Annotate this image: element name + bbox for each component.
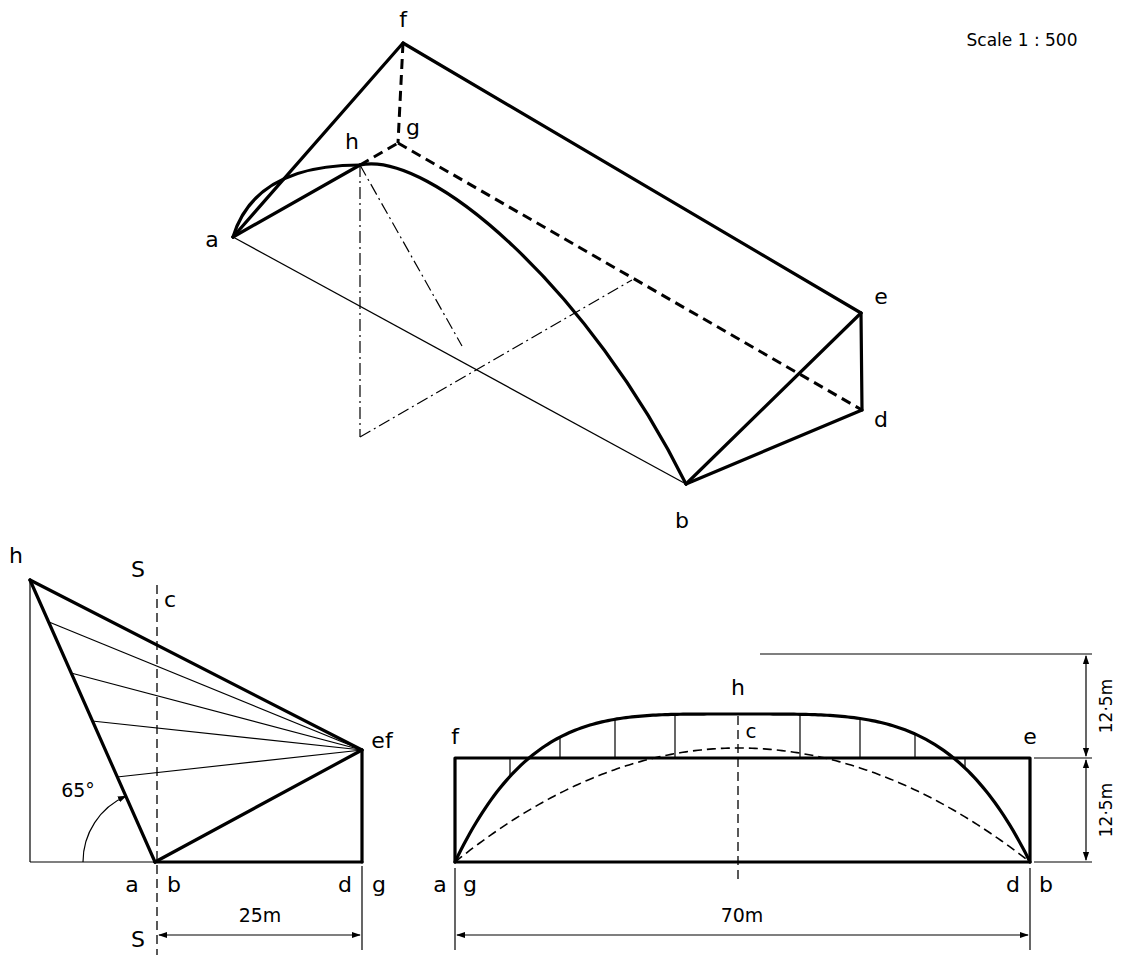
point-letter: d <box>874 409 888 431</box>
point-letter: c <box>164 589 176 611</box>
centre-line <box>737 716 738 880</box>
section-mark: S <box>131 559 145 581</box>
point-letter: a <box>125 874 138 896</box>
point-letter: b <box>167 874 181 896</box>
hatch-line <box>614 719 615 758</box>
point-letter: a <box>205 229 218 251</box>
point-letter: g <box>406 117 420 139</box>
ruling-line <box>117 750 362 777</box>
dimension-line <box>159 934 360 935</box>
hatch-line <box>674 714 675 758</box>
point-letter: d <box>338 874 352 896</box>
roof-edge <box>686 410 862 484</box>
roof-arch <box>360 164 686 484</box>
point-letter: h <box>345 131 359 153</box>
point-letter: e <box>874 286 888 308</box>
point-letter: d <box>1006 874 1020 896</box>
angle-value: 65° <box>61 781 95 800</box>
section-line <box>156 585 157 955</box>
point-letter: f <box>399 9 407 31</box>
dimension-line <box>1085 656 1086 756</box>
dimension-value: 12·5m <box>1098 783 1115 837</box>
extension-line <box>1029 868 1030 950</box>
roof-edge <box>30 580 362 750</box>
roof-curve <box>455 714 1030 862</box>
dimension-value: 12·5m <box>1098 679 1115 733</box>
section-mark: S <box>131 929 145 951</box>
dimension-value: 25m <box>239 906 282 925</box>
roof-edge <box>861 313 862 410</box>
scale-note: Scale 1 : 500 <box>967 32 1078 49</box>
front-view <box>455 654 1092 950</box>
roof-edge <box>233 43 403 237</box>
hatch-line <box>799 714 800 758</box>
point-letter: h <box>731 677 745 699</box>
point-letter: h <box>9 545 23 567</box>
point-letter: b <box>675 510 689 532</box>
extension-line <box>361 866 362 950</box>
hidden-edge <box>398 43 403 143</box>
extension-line <box>760 653 1092 654</box>
base-diagonal <box>233 237 686 484</box>
dimension-line <box>1085 760 1086 860</box>
point-letter: g <box>372 874 386 896</box>
hatch-line <box>559 737 560 758</box>
roof-edge <box>360 750 363 862</box>
roof-edge <box>30 580 155 862</box>
hatch-line <box>914 734 915 758</box>
extension-line <box>1034 757 1092 758</box>
ruling-line <box>71 673 362 750</box>
point-letter: f <box>451 726 459 748</box>
section-curve <box>455 748 1030 862</box>
roof-edge <box>686 313 861 484</box>
point-letter: e <box>1023 726 1037 748</box>
roof-edge <box>233 165 360 237</box>
roof-edge <box>403 43 861 313</box>
ruling-line <box>92 721 362 750</box>
point-letter: b <box>1039 874 1053 896</box>
point-letter: c <box>746 721 757 741</box>
construction-line <box>359 165 360 437</box>
hidden-edge <box>398 143 862 410</box>
point-letter: g <box>463 874 477 896</box>
point-letter: a <box>433 874 446 896</box>
ground-line <box>30 861 155 862</box>
extension-line <box>1034 861 1092 862</box>
dimension-value: 70m <box>721 906 764 925</box>
wall-outline <box>455 758 1030 862</box>
roof-arch <box>233 165 360 237</box>
angle-arc <box>83 796 126 862</box>
dimension-line <box>457 934 1028 935</box>
point-letter: ef <box>371 730 392 752</box>
hatch-line <box>859 719 860 758</box>
isometric-view <box>233 43 862 484</box>
extension-line <box>454 868 455 950</box>
hidden-edge <box>360 143 398 165</box>
projection-line <box>29 580 30 862</box>
side-view <box>30 580 362 955</box>
roof-edge <box>155 750 362 862</box>
roof-edge <box>155 860 362 863</box>
construction-line <box>360 280 632 437</box>
